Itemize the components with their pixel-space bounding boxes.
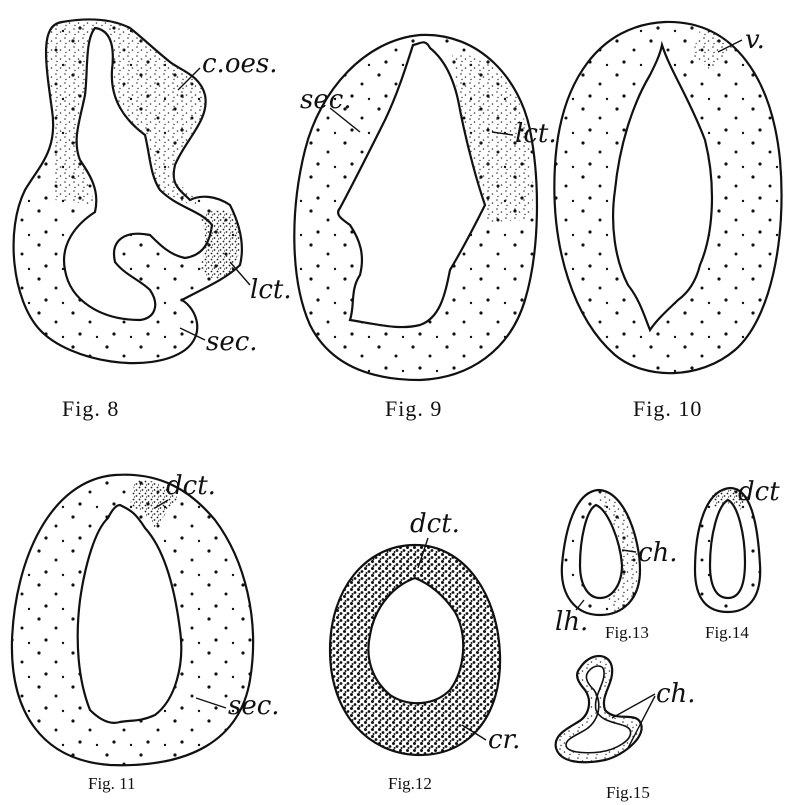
fig9-caption: Fig. 9 [385,396,442,421]
fig8-caption: Fig. 8 [62,396,119,421]
fig10-caption: Fig. 10 [633,396,702,421]
fig15-lead-ch-1 [612,694,655,718]
fig9-label-sec: sec. [300,85,352,115]
fig8-label-c-oes: c.oes. [202,49,277,79]
fig8-oesophageal-band [46,20,206,205]
fig11-caption: Fig. 11 [88,774,136,793]
figure-14: dct Fig.14 [695,477,780,642]
fig8-label-lct: lct. [250,275,292,305]
figure-10: v. Fig. 10 [554,22,781,421]
fig13-ch-band [598,492,640,613]
figure-9: sec. lct. Fig. 9 [294,35,556,421]
fig11-label-sec: sec. [228,691,280,721]
figure-11: dct. sec. Fig. 11 [12,471,280,793]
fig11-outer-wall [12,475,253,766]
fig9-label-lct: lct. [515,119,557,149]
fig13-caption: Fig.13 [605,623,649,642]
fig13-label-lh: lh. [555,607,588,637]
fig12-label-dct: dct. [410,509,460,539]
fig13-label-ch: ch. [638,538,678,568]
fig12-outer-wall [330,545,500,755]
figure-8: c.oes. lct. sec. Fig. 8 [14,20,292,421]
fig10-label-v: v. [745,25,765,55]
fig15-label-ch: ch. [656,679,696,709]
fig15-lumen [566,666,631,753]
fig15-caption: Fig.15 [606,783,650,802]
figure-12: dct. cr. Fig.12 [330,509,520,793]
fig11-label-dct: dct. [166,471,216,501]
fig12-label-cr: cr. [488,725,520,755]
fig14-label-dct: dct [738,477,780,507]
figure-13: ch. lh. Fig.13 [555,490,678,642]
fig8-label-sec: sec. [206,327,258,357]
fig12-caption: Fig.12 [388,774,432,793]
fig10-outer-wall [554,22,781,373]
figure-15: ch. Fig.15 [556,656,696,802]
fig14-caption: Fig.14 [705,623,749,642]
